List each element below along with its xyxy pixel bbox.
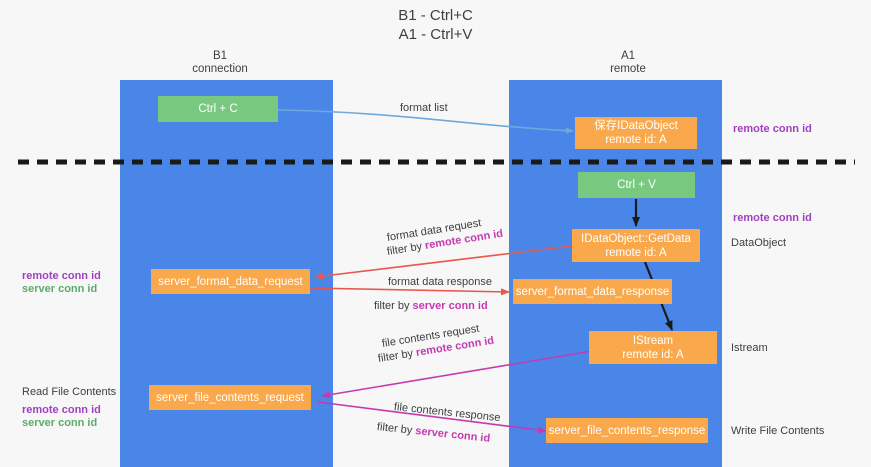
box-ctrl-v-label: Ctrl + V bbox=[617, 179, 656, 191]
lane-header-a1: A1 remote bbox=[558, 50, 698, 76]
edge-label-format-data-response-filter: filter by server conn id bbox=[374, 299, 488, 313]
edge-label-file-contents-response-filter: filter by server conn id bbox=[376, 420, 491, 446]
lane-a1-name: A1 bbox=[620, 50, 636, 62]
annotation-left-remote-conn-id-2: remote conn id bbox=[22, 404, 101, 416]
box-idataobject-getdata[interactable]: IDataObject::GetData remote id: A bbox=[572, 229, 700, 262]
filter-key-server-conn-id: server conn id bbox=[414, 425, 491, 445]
filter-prefix: filter by bbox=[374, 300, 413, 312]
box-istream-line2: remote id: A bbox=[622, 348, 684, 361]
title-line-2: A1 - Ctrl+V bbox=[398, 26, 473, 43]
annotation-left-server-conn-id-2: server conn id bbox=[22, 417, 98, 429]
box-server-format-data-response[interactable]: server_format_data_response bbox=[513, 279, 672, 304]
box-getdata-line1: IDataObject::GetData bbox=[581, 232, 691, 245]
box-save-idataobject-line2: remote id: A bbox=[605, 134, 667, 146]
box-istream[interactable]: IStream remote id: A bbox=[589, 331, 717, 364]
box-server-file-contents-response-label: server_file_contents_response bbox=[548, 424, 706, 437]
box-ctrl-c[interactable]: Ctrl + C bbox=[158, 96, 278, 122]
annotation-left-read-file-contents: Read File Contents bbox=[22, 386, 117, 398]
annotation-right-remote-conn-id-top: remote conn id bbox=[733, 123, 812, 135]
annotation-left-remote-conn-id: remote conn id bbox=[22, 270, 101, 282]
box-server-format-data-response-label: server_format_data_response bbox=[515, 285, 670, 298]
box-server-file-contents-request-label: server_file_contents_request bbox=[156, 391, 304, 404]
filter-prefix: filter by bbox=[376, 421, 416, 437]
box-server-file-contents-response[interactable]: server_file_contents_response bbox=[546, 418, 708, 443]
filter-key-server-conn-id: server conn id bbox=[412, 300, 488, 312]
annotation-right-write-file-contents: Write File Contents bbox=[731, 425, 825, 437]
edge-label-file-contents-response: file contents response bbox=[393, 401, 502, 425]
annotation-left-server-conn-id: server conn id bbox=[22, 283, 98, 295]
box-server-file-contents-request[interactable]: server_file_contents_request bbox=[149, 385, 311, 410]
lane-b1-sub: connection bbox=[192, 63, 248, 75]
box-getdata-line2: remote id: A bbox=[605, 246, 667, 259]
page-title: B1 - Ctrl+C A1 - Ctrl+V bbox=[0, 6, 871, 44]
edge-label-format-list: format list bbox=[400, 102, 448, 114]
box-ctrl-c-label: Ctrl + C bbox=[198, 103, 238, 115]
box-ctrl-v[interactable]: Ctrl + V bbox=[578, 172, 695, 198]
annotation-right-istream: Istream bbox=[731, 342, 768, 354]
edge-label-format-data-response: format data response bbox=[388, 276, 492, 288]
lane-b1-name: B1 bbox=[212, 50, 228, 62]
lane-a1-sub: remote bbox=[610, 63, 646, 75]
title-line-1: B1 - Ctrl+C bbox=[398, 7, 473, 24]
lane-header-b1: B1 connection bbox=[150, 50, 290, 76]
annotation-right-dataobject: DataObject bbox=[731, 237, 787, 249]
box-save-idataobject-line1: 保存IDataObject bbox=[594, 120, 678, 132]
box-istream-line1: IStream bbox=[632, 334, 674, 347]
box-save-idataobject[interactable]: 保存IDataObject remote id: A bbox=[575, 117, 697, 149]
box-server-format-data-request-label: server_format_data_request bbox=[158, 275, 303, 288]
annotation-right-remote-conn-id-mid: remote conn id bbox=[733, 212, 812, 224]
box-server-format-data-request[interactable]: server_format_data_request bbox=[151, 269, 310, 294]
